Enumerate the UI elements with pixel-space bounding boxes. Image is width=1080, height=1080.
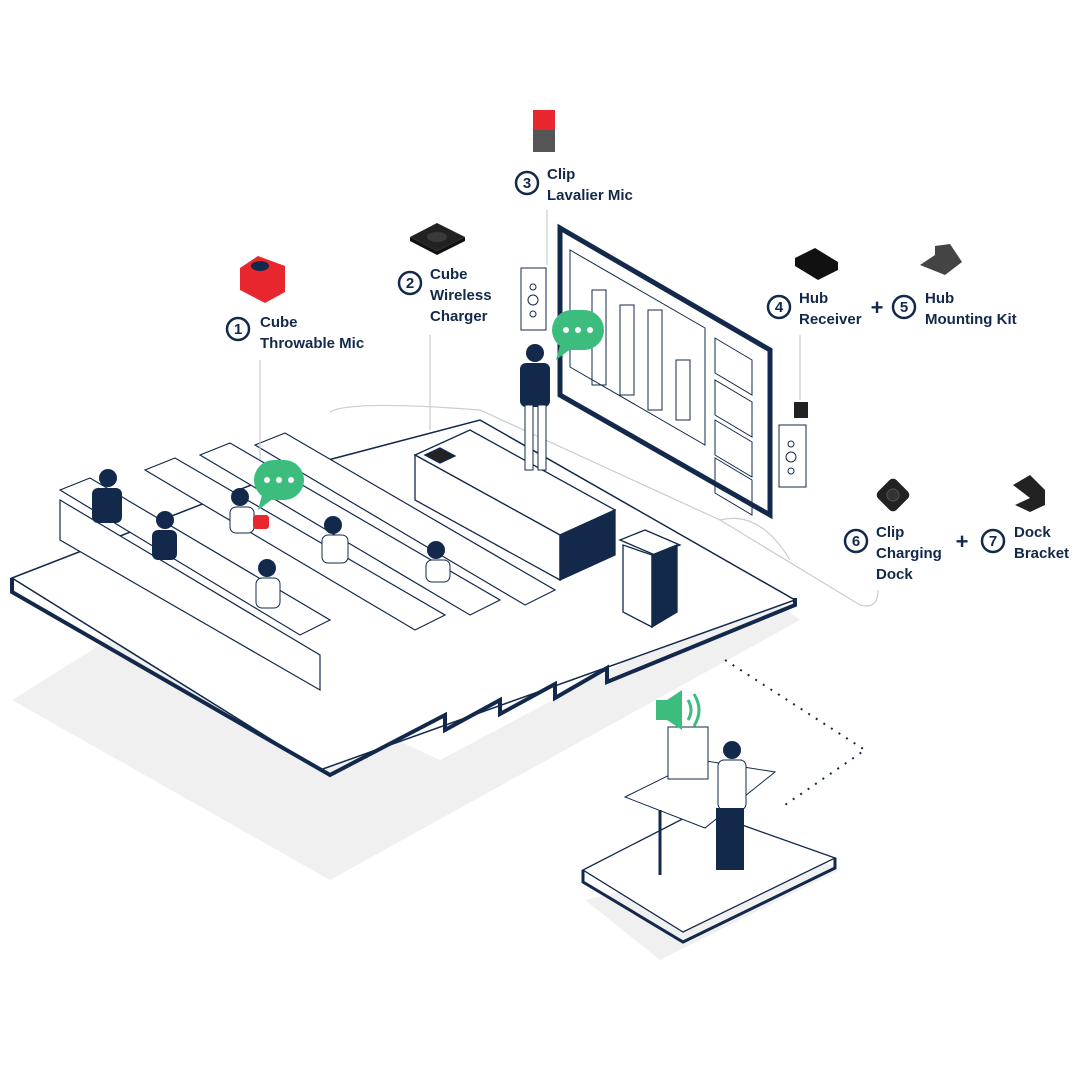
svg-text:5: 5	[900, 299, 908, 316]
svg-text:Receiver: Receiver	[799, 311, 862, 328]
svg-text:Dock: Dock	[876, 566, 913, 583]
presenter	[520, 344, 550, 471]
speaker-right	[778, 424, 807, 488]
svg-text:3: 3	[523, 175, 531, 192]
plus-sign: +	[871, 295, 884, 320]
charger-pad-icon	[410, 223, 465, 255]
product-label-3: 3 Clip Lavalier Mic	[514, 166, 633, 204]
plus-sign: +	[956, 529, 969, 554]
speech-bubble-icon	[552, 310, 604, 360]
svg-text:Clip: Clip	[547, 166, 575, 183]
svg-text:Dock: Dock	[1014, 524, 1051, 541]
svg-text:Throwable Mic: Throwable Mic	[260, 335, 364, 352]
audio-link-dotted-line	[724, 659, 867, 806]
students	[92, 469, 451, 609]
product-label-5: 5 Hub Mounting Kit	[891, 290, 1017, 328]
lecturer-desk	[413, 429, 617, 582]
student-desks	[58, 432, 557, 692]
product-label-2: 2 Cube Wireless Charger	[397, 266, 492, 325]
product-label-1: 1 Cube Throwable Mic	[225, 314, 364, 352]
svg-text:Wireless: Wireless	[430, 287, 492, 304]
svg-text:Lavalier Mic: Lavalier Mic	[547, 187, 633, 204]
cube-mic-in-hand	[253, 515, 269, 529]
speaker-left	[520, 267, 547, 331]
clip-mic-icon	[533, 110, 555, 152]
svg-text:Cube: Cube	[260, 314, 298, 331]
svg-text:Bracket: Bracket	[1014, 545, 1069, 562]
dock-bracket-icon	[1013, 475, 1045, 512]
svg-text:4: 4	[775, 299, 784, 316]
hub-receiver-mounted	[794, 402, 808, 418]
mounting-kit-icon	[920, 244, 962, 275]
svg-text:Charging: Charging	[876, 545, 942, 562]
product-label-4: 4 Hub Receiver	[766, 290, 862, 328]
svg-text:7: 7	[989, 533, 997, 550]
leader-lines	[259, 210, 879, 607]
remote-listener-platform	[581, 726, 837, 944]
svg-text:2: 2	[406, 275, 414, 292]
presentation-screen	[557, 223, 773, 520]
product-label-6: 6 Clip Charging Dock	[843, 524, 942, 583]
charging-dock-icon	[876, 478, 910, 512]
speech-bubble-icon	[254, 460, 304, 510]
product-label-7: 7 Dock Bracket	[980, 524, 1069, 562]
svg-text:Clip: Clip	[876, 524, 904, 541]
svg-text:1: 1	[234, 321, 242, 338]
svg-text:Hub: Hub	[925, 290, 954, 307]
svg-text:Cube: Cube	[430, 266, 468, 283]
svg-text:Hub: Hub	[799, 290, 828, 307]
hub-receiver-icon	[795, 248, 838, 280]
svg-text:Charger: Charger	[430, 308, 488, 325]
svg-text:6: 6	[852, 533, 860, 550]
svg-text:Mounting Kit: Mounting Kit	[925, 311, 1017, 328]
podium	[618, 529, 682, 629]
speaker-sound-icon	[656, 690, 701, 730]
red-cube-mic-icon	[240, 256, 285, 303]
